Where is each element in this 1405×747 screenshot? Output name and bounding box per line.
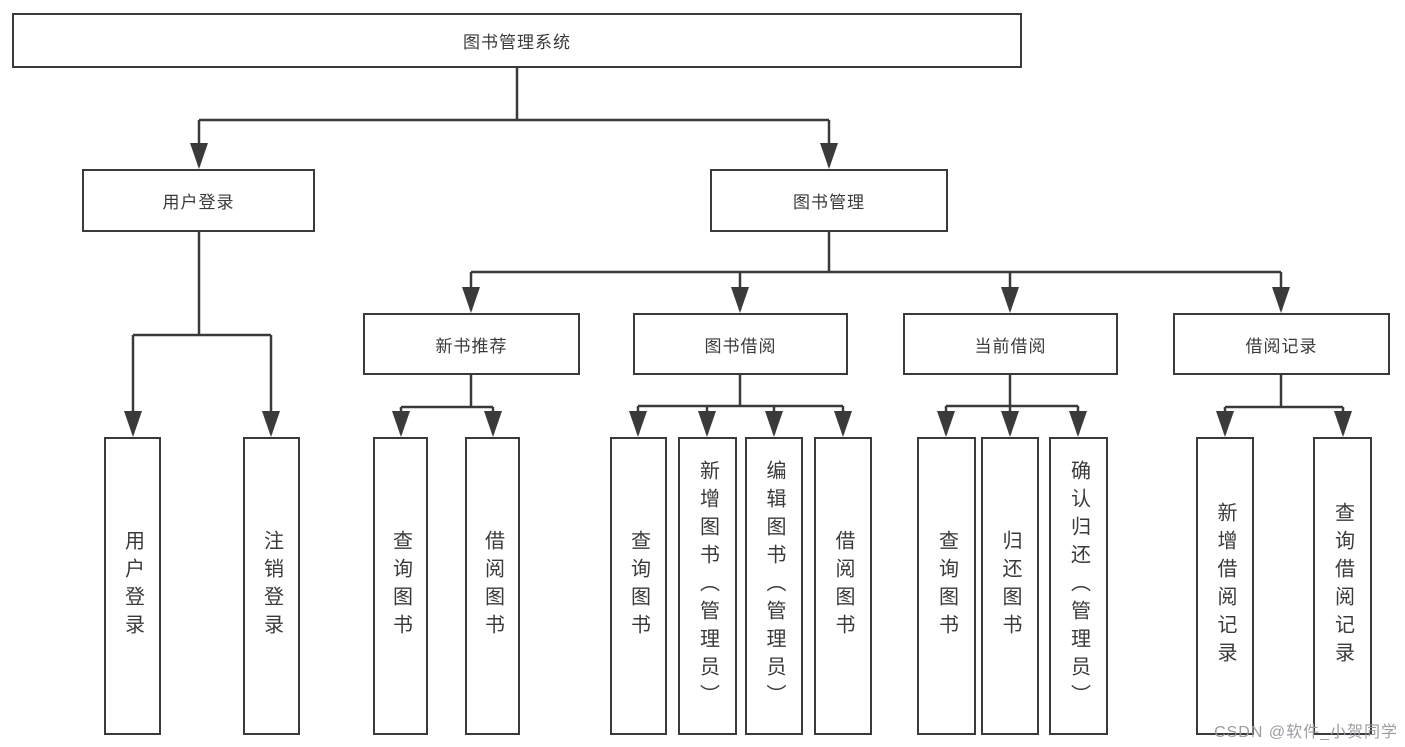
leaf-user-login: 用户登录 (104, 437, 161, 735)
leaf-query-borrow-record: 查询借阅记录 (1313, 437, 1372, 735)
node-label: 当前借阅 (974, 336, 1047, 356)
node-label: 借阅图书 (832, 530, 854, 642)
leaf-confirm-return-admin: 确认归还（管理员） (1049, 437, 1108, 735)
node-label: 图书管理系统 (463, 33, 571, 52)
node-label: 查询图书 (627, 530, 650, 642)
csdn-watermark: CSDN @软件_小贺同学 (1214, 724, 1398, 741)
node-label: 用户登录 (121, 530, 144, 642)
node-label: 查询图书 (389, 530, 412, 642)
node-label: 确认归还（管理员） (1067, 460, 1090, 712)
node-book-borrow: 图书借阅 (633, 313, 848, 375)
node-label: 借阅图书 (481, 530, 504, 642)
leaf-edit-book-admin: 编辑图书（管理员） (745, 437, 803, 735)
leaf-add-book-admin: 新增图书（管理员） (678, 437, 737, 735)
leaf-return-book: 归还图书 (981, 437, 1039, 735)
node-label: 归还图书 (999, 530, 1021, 642)
node-root-system: 图书管理系统 (12, 13, 1022, 68)
leaf-query-book-2: 查询图书 (610, 437, 667, 735)
leaf-borrow-book-1: 借阅图书 (465, 437, 520, 735)
leaf-logout: 注销登录 (243, 437, 300, 735)
node-borrow-records: 借阅记录 (1173, 313, 1390, 375)
node-label: 新书推荐 (435, 336, 508, 356)
node-label: 借阅记录 (1245, 336, 1318, 356)
node-label: 注销登录 (260, 530, 283, 642)
node-label: 查询借阅记录 (1331, 502, 1354, 670)
node-label: 图书管理 (793, 193, 865, 212)
leaf-add-borrow-record: 新增借阅记录 (1196, 437, 1254, 735)
node-book-management: 图书管理 (710, 169, 948, 232)
node-label: 用户登录 (162, 193, 235, 212)
connector-paths (131, 68, 1345, 434)
leaf-borrow-book-2: 借阅图书 (814, 437, 872, 735)
node-label: 查询图书 (935, 530, 958, 642)
node-current-borrow: 当前借阅 (903, 313, 1118, 375)
leaf-query-book-3: 查询图书 (917, 437, 976, 735)
node-label: 编辑图书（管理员） (763, 460, 785, 712)
node-label: 图书借阅 (704, 336, 777, 356)
leaf-query-book-1: 查询图书 (373, 437, 428, 735)
node-label: 新增借阅记录 (1214, 502, 1236, 670)
node-label: 新增图书（管理员） (696, 460, 719, 712)
node-user-login: 用户登录 (82, 169, 315, 232)
node-new-book-recommend: 新书推荐 (363, 313, 580, 375)
